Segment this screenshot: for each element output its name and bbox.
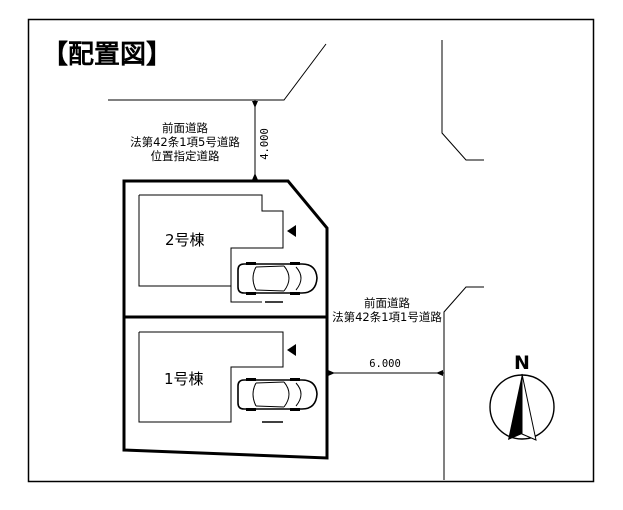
road-width-6000: 6.000 (369, 358, 401, 370)
front-road-a-line3: 位置指定道路 (151, 149, 220, 163)
front-road-a-line2: 法第42条1項5号道路 (130, 135, 240, 149)
building-2: 2号棟 (138, 194, 296, 303)
front-road-a-line1: 前面道路 (162, 121, 208, 135)
building-1-label: 1号棟 (164, 370, 204, 388)
front-road-b-line2: 法第42条1項1号道路 (332, 310, 442, 324)
entrance-marker-icon (287, 344, 296, 356)
building-2-label: 2号棟 (165, 231, 205, 249)
dimension-road-6000: 6.000 (327, 358, 444, 376)
front-road-b-label: 前面道路 法第42条1項1号道路 (332, 296, 442, 324)
dimension-road-4000: 4.000 (252, 100, 271, 181)
north-compass-icon: N (489, 352, 555, 441)
entrance-marker-icon (287, 225, 296, 237)
road-width-4000: 4.000 (259, 128, 271, 160)
plan-title: 【配置図】 (42, 40, 172, 70)
outer-frame (27, 18, 595, 483)
car-icon (237, 262, 318, 295)
road-lines (108, 40, 484, 480)
building-1: 1号棟 (138, 331, 296, 423)
site-lots (122, 179, 329, 460)
north-label: N (514, 352, 530, 374)
front-road-a-label: 前面道路 法第42条1項5号道路 位置指定道路 (130, 121, 240, 163)
front-road-b-line1: 前面道路 (364, 296, 410, 310)
site-boundary (122, 179, 329, 460)
car-icon (237, 378, 318, 411)
